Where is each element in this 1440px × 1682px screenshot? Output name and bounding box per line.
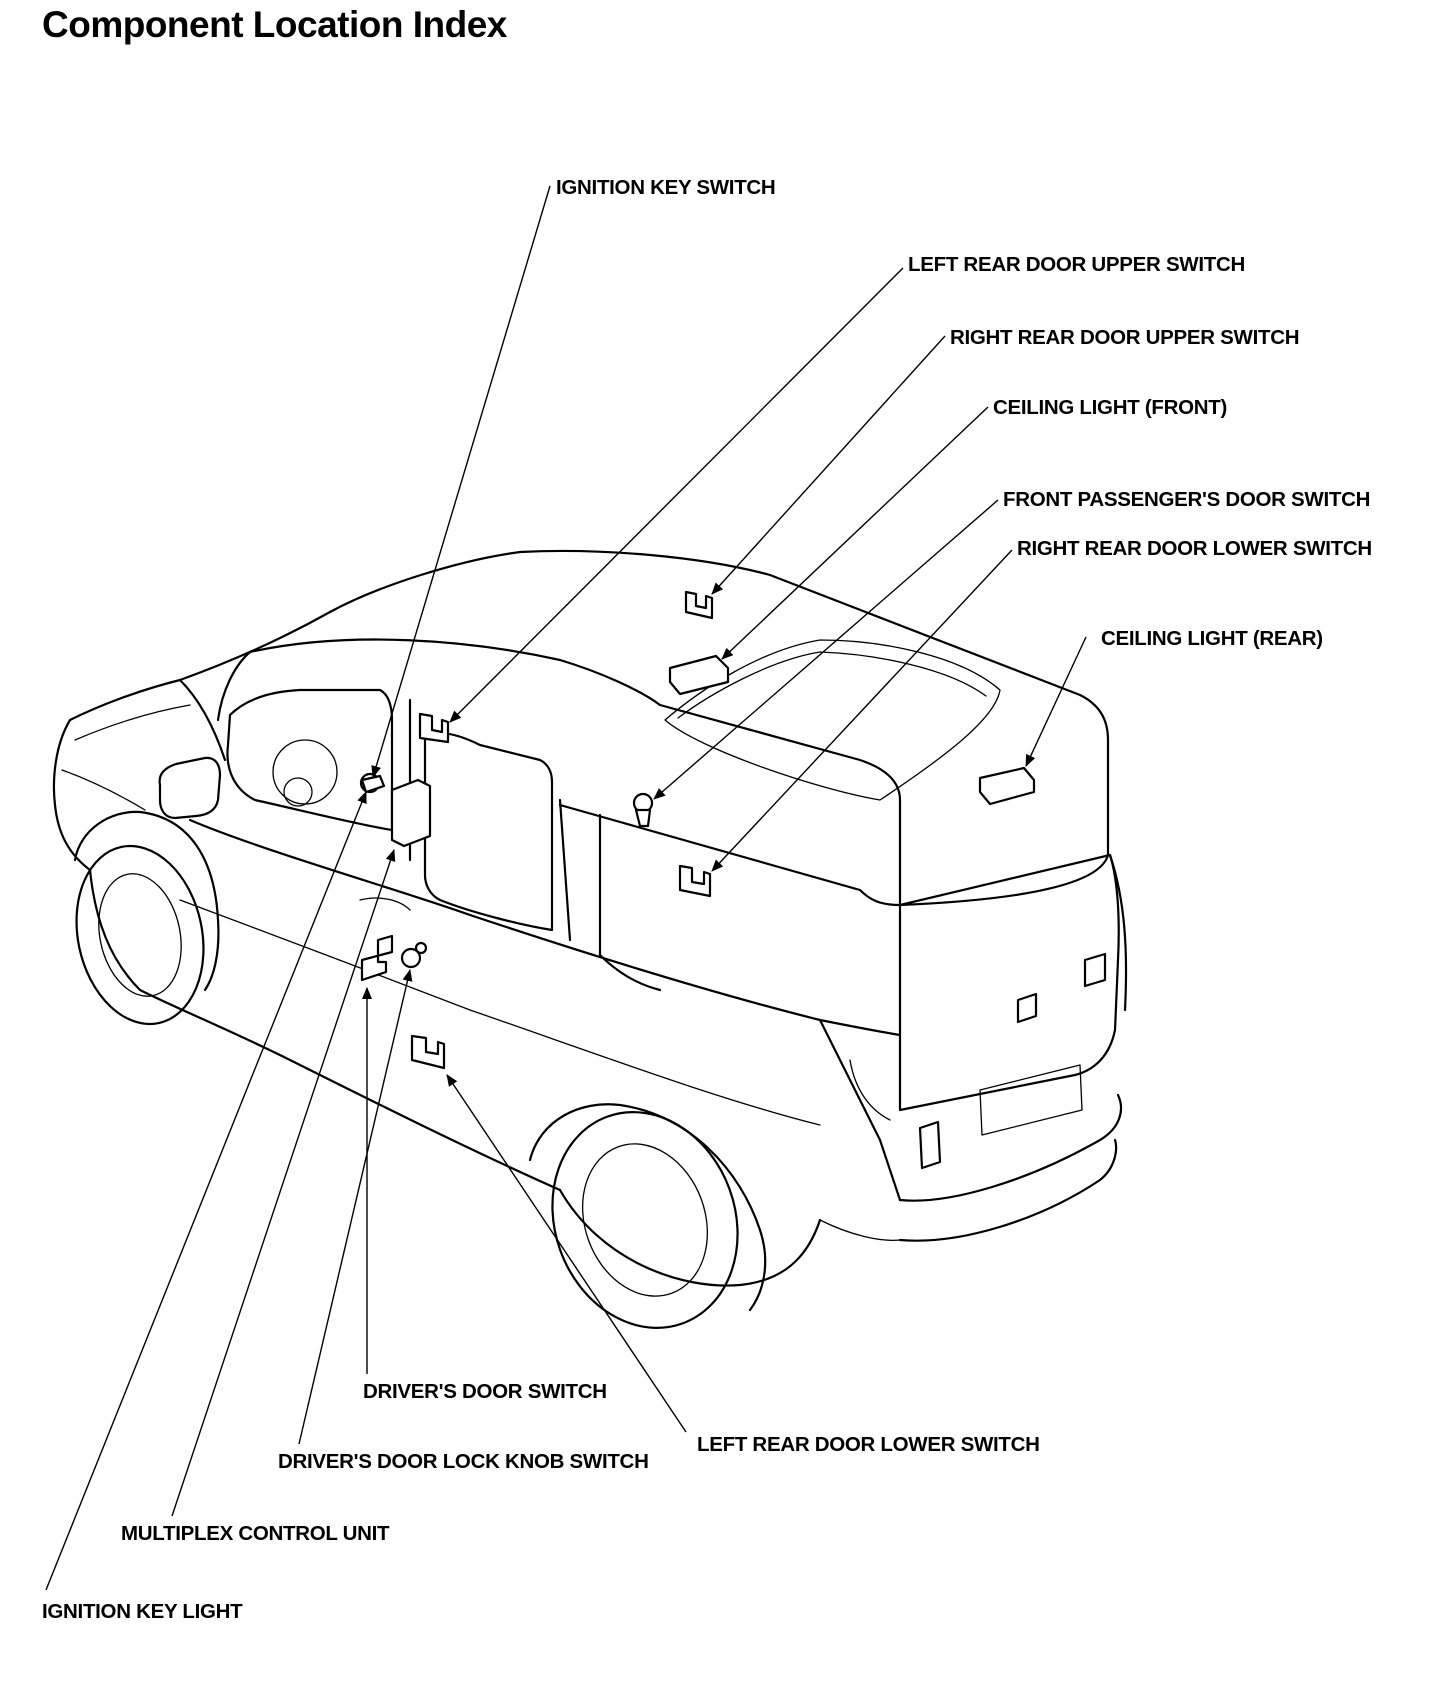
label-ceiling-light-rear: CEILING LIGHT (REAR) bbox=[1101, 627, 1323, 650]
label-ceiling-light-front: CEILING LIGHT (FRONT) bbox=[993, 396, 1227, 419]
label-right-rear-door-lower-switch: RIGHT REAR DOOR LOWER SWITCH bbox=[1017, 537, 1372, 560]
label-ignition-key-switch: IGNITION KEY SWITCH bbox=[556, 176, 776, 199]
label-front-passengers-door-switch: FRONT PASSENGER'S DOOR SWITCH bbox=[1003, 488, 1371, 511]
leader-lines bbox=[45, 185, 1087, 1591]
label-ignition-key-light: IGNITION KEY LIGHT bbox=[42, 1600, 243, 1623]
components bbox=[359, 590, 1107, 1170]
page-title: Component Location Index bbox=[42, 4, 507, 45]
vehicle-outline bbox=[52, 549, 1128, 1329]
label-drivers-door-lock-knob-switch: DRIVER'S DOOR LOCK KNOB SWITCH bbox=[278, 1450, 649, 1473]
label-left-rear-door-lower-switch: LEFT REAR DOOR LOWER SWITCH bbox=[697, 1433, 1040, 1456]
label-drivers-door-switch: DRIVER'S DOOR SWITCH bbox=[363, 1380, 607, 1403]
label-left-rear-door-upper-switch: LEFT REAR DOOR UPPER SWITCH bbox=[908, 253, 1245, 276]
label-multiplex-control-unit: MULTIPLEX CONTROL UNIT bbox=[121, 1522, 390, 1545]
label-right-rear-door-upper-switch: RIGHT REAR DOOR UPPER SWITCH bbox=[950, 326, 1300, 349]
